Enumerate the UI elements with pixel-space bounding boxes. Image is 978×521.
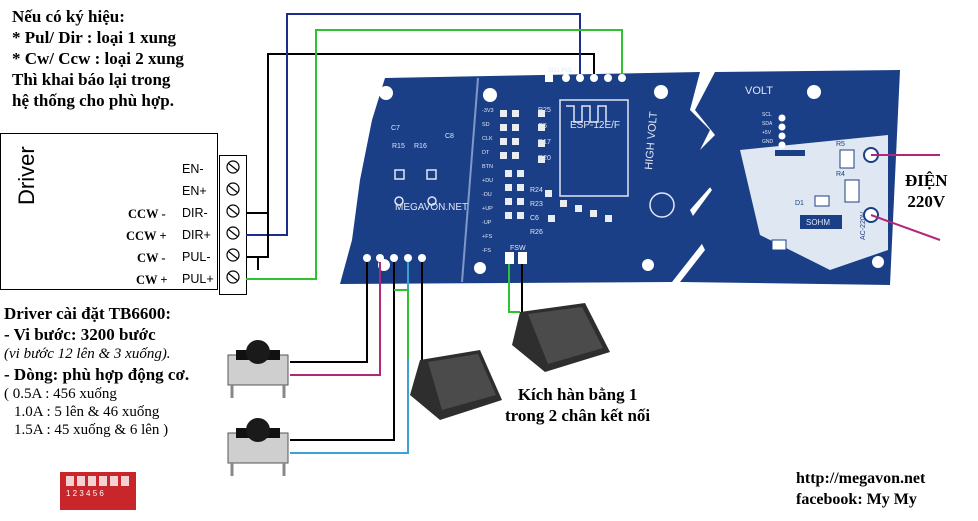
pcb-label-r15: R15	[392, 143, 405, 150]
power-line-2: 220V	[907, 192, 946, 211]
alt-label-ccw-minus: CCW -	[128, 207, 166, 221]
pcb-label-r5: R5	[836, 141, 845, 148]
pin-label-pul-plus: PUL+	[182, 272, 214, 286]
note-line-4: Thì khai báo lại trong	[12, 70, 171, 89]
power-label: ĐIỆN 220V	[905, 170, 948, 212]
pcb-label-5v: +5V	[762, 130, 772, 136]
driver-wires	[246, 13, 623, 280]
pcb-pin-plus-du: +DU	[482, 178, 493, 184]
pcb-label-r26: R26	[530, 229, 543, 236]
footer-facebook[interactable]: facebook: My My	[796, 491, 917, 508]
pcb-pin-3v3: -3V3	[482, 108, 494, 114]
pcb-high-volt-board: VOLT SCL SDA +5V GND R5 R4 D1 SOHM AC-22…	[680, 70, 900, 285]
pcb-pin-minus-up: -UP	[482, 220, 492, 226]
pcb-label-c5: C5	[538, 123, 547, 130]
wire-pul-minus-black	[246, 256, 259, 270]
pcb-pin-btn: BTN	[482, 164, 493, 170]
wire-pul-minus-link	[258, 213, 269, 258]
foot-switch-2	[512, 303, 610, 372]
wire-btn2-cyan	[290, 262, 409, 454]
pcb-label-sohm: SOHM	[806, 218, 830, 227]
alt-label-ccw-plus: CCW +	[126, 229, 167, 243]
push-button-2	[227, 418, 289, 476]
pcb-volt: VOLT	[745, 85, 773, 97]
pcb-label-r16: R16	[414, 143, 427, 150]
pcb-main-board: MEGAVON.NET ESP-12E/F HIGH VOLT FSW SD1 …	[340, 68, 712, 284]
setup-microstep-note: (vi bước 12 lên & 3 xuống).	[4, 346, 171, 362]
wire-btn1-black	[290, 262, 368, 363]
pin-label-pul-minus: PUL-	[182, 250, 211, 264]
driver-box	[0, 133, 218, 290]
pcb-top-header: SD1 PUL	[548, 68, 574, 74]
pcb-label-scl: SCL	[762, 112, 772, 118]
wire-fsw-green	[508, 264, 520, 313]
wire-pul-plus-green	[246, 29, 623, 280]
pcb-pin-dt: DT	[482, 150, 490, 156]
top-note: Nếu có ký hiệu: * Pul/ Dir : loại 1 xung…	[12, 6, 184, 111]
fsw-note-line-1: Kích hàn bằng 1	[517, 385, 638, 404]
wire-btn2-black	[290, 262, 395, 441]
note-line-2: * Pul/ Dir : loại 1 xung	[12, 28, 177, 47]
footer-url[interactable]: http://megavon.net	[796, 470, 926, 487]
wire-dir-minus-black	[246, 53, 595, 214]
alt-label-cw-plus: CW +	[136, 273, 168, 287]
wire-dir-plus-navy	[246, 13, 581, 236]
setup-microstep: - Vi bước: 3200 bước	[4, 325, 156, 344]
pcb-label-r4: R4	[836, 171, 845, 178]
pcb-pin-clk: CLK	[482, 136, 493, 142]
button-wires	[290, 262, 523, 454]
wire-fs1-green	[394, 289, 409, 360]
pcb-label-sda: SDA	[762, 121, 773, 127]
setup-opt-2: 1.0A : 5 lên & 46 xuống	[14, 404, 160, 420]
note-line-3: * Cw/ Ccw : loại 2 xung	[12, 49, 184, 68]
pcb-label-r25: R25	[538, 107, 551, 114]
pcb-label-c7: C7	[391, 125, 400, 132]
pcb-pin-minus-fs: -FS	[482, 248, 491, 254]
pcb-label-ac220: AC-220V	[860, 211, 867, 240]
pin-label-dir-plus: DIR+	[182, 228, 211, 242]
pcb-brand: MEGAVON.NET	[395, 202, 468, 213]
pcb-pin-plus-fs: +FS	[482, 234, 493, 240]
driver-setup-note: Driver cài đặt TB6600: - Vi bước: 3200 b…	[4, 303, 189, 439]
terminal-screws	[226, 160, 240, 284]
setup-heading: Driver cài đặt TB6600:	[4, 304, 171, 323]
pin-label-en-plus: EN+	[182, 184, 207, 198]
alt-label-cw-minus: CW -	[137, 251, 166, 265]
setup-opt-3: 1.5A : 45 xuống & 6 lên )	[14, 422, 169, 438]
pcb-module: ESP-12E/F	[570, 120, 620, 131]
pcb-label-r24: R24	[530, 187, 543, 194]
pcb-label-d1: D1	[795, 200, 804, 207]
pcb-label-c8: C8	[445, 133, 454, 140]
push-button-1	[227, 340, 289, 398]
power-wires	[870, 154, 941, 241]
pcb-label-r17: R17	[538, 139, 551, 146]
pcb-pin-plus-up: +UP	[482, 206, 493, 212]
pin-label-dir-minus: DIR-	[182, 206, 208, 220]
pcb-pin-sd: SD	[482, 122, 490, 128]
fsw-note-line-2: trong 2 chân kết nối	[505, 406, 651, 425]
foot-switch-1	[410, 350, 502, 420]
pcb-high-volt: HIGH VOLT	[643, 111, 660, 171]
foot-switch-note: Kích hàn bằng 1 trong 2 chân kết nối	[505, 384, 650, 426]
pcb-label-r23: R23	[530, 201, 543, 208]
power-line-1: ĐIỆN	[905, 171, 948, 190]
dip-switch: 1 2 3 4 5 6	[60, 472, 136, 510]
note-line-1: Nếu có ký hiệu:	[12, 7, 125, 26]
pcb-label-gnd: GND	[762, 139, 774, 145]
terminal-block	[219, 155, 247, 295]
pcb-label-r20: R20	[538, 155, 551, 162]
setup-opt-1: ( 0.5A : 456 xuống	[4, 386, 117, 402]
pcb-pin-minus-du: -DU	[482, 192, 492, 198]
pcb-fsw: FSW	[510, 245, 526, 252]
setup-current: - Dòng: phù hợp động cơ.	[4, 365, 190, 384]
note-line-5: hệ thống cho phù hợp.	[12, 91, 175, 110]
pin-label-en-minus: EN-	[182, 162, 204, 176]
pcb-label-c6: C6	[530, 215, 539, 222]
footer: http://megavon.net facebook: My My	[796, 468, 925, 510]
wire-btn1-magenta	[290, 262, 381, 376]
dip-numbers: 1 2 3 4 5 6	[66, 489, 104, 498]
